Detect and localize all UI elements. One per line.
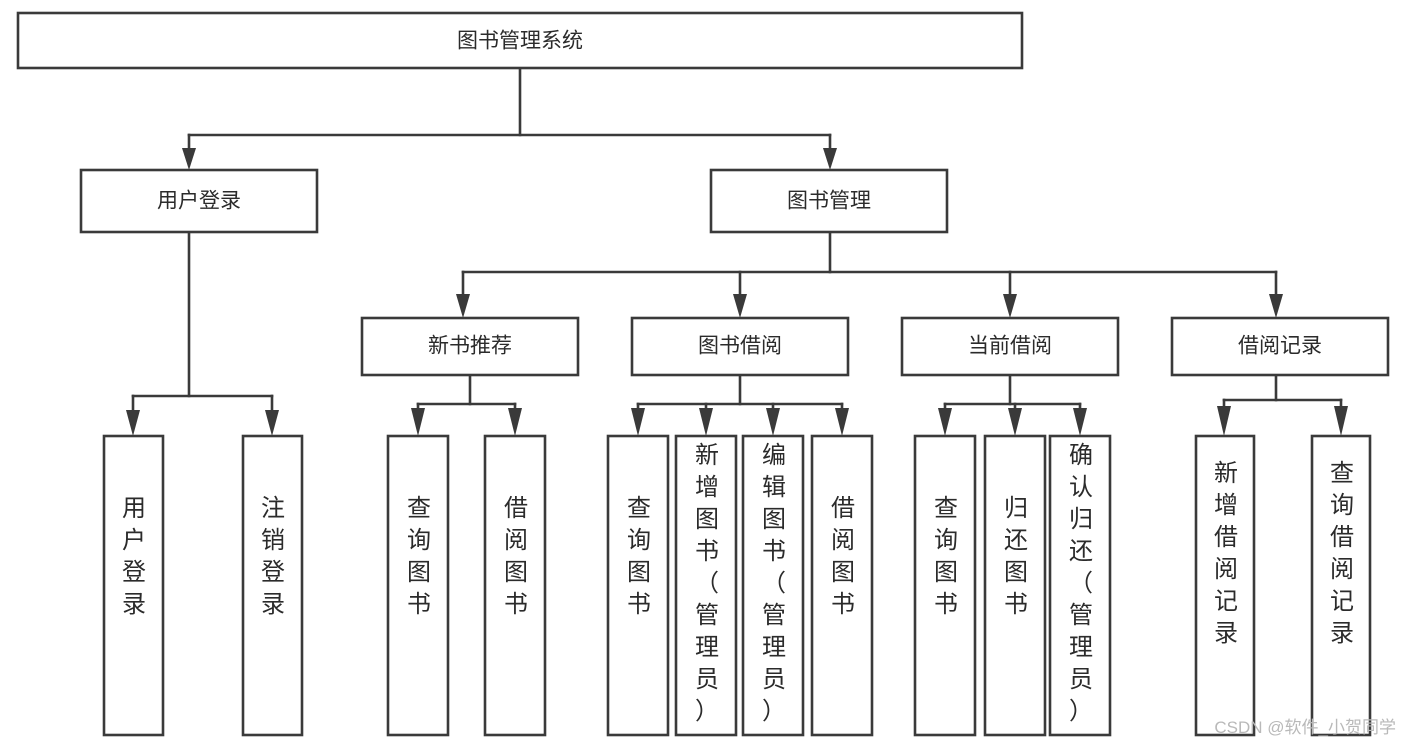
node-leaf-borrow-book-2-label: 借阅图书 [831,495,855,618]
node-book-manage-box[interactable] [709,168,949,234]
arrowhead-new-book-rec [456,294,470,318]
csdn-watermark: CSDN @软件_小贺同学 [1214,718,1396,737]
node-leaf-edit-book[interactable]: 编辑图书（管理员） [741,434,805,737]
node-leaf-return-book-label: 归还图书 [1004,495,1028,618]
node-book-borrow-label: 图书借阅 [698,335,782,358]
node-leaf-edit-book-box[interactable] [741,434,805,737]
arrowhead-user-login [182,148,196,170]
node-book-manage[interactable]: 图书管理 [709,168,949,234]
arrowhead-leaf-user-login [126,410,140,436]
node-current-borrow-label: 当前借阅 [968,335,1052,358]
node-book-borrow-box[interactable] [630,316,850,377]
node-user-login-box[interactable] [79,168,319,234]
node-root-box[interactable] [16,11,1024,70]
arrowhead-leaf-confirm-return [1073,408,1087,436]
arrowhead-leaf-add-record [1217,406,1231,436]
node-root-label: 图书管理系统 [457,30,583,53]
node-leaf-confirm-return-label: 确认归还（管理员） [1069,442,1093,725]
arrowhead-leaf-logout-login [265,410,279,436]
node-leaf-query-book-1-box[interactable] [386,434,450,737]
node-borrow-record-label: 借阅记录 [1238,335,1322,358]
node-borrow-record[interactable]: 借阅记录 [1170,316,1390,377]
node-leaf-add-book-label: 新增图书（管理员） [695,442,719,725]
node-borrow-record-box[interactable] [1170,316,1390,377]
node-leaf-borrow-book-1-box[interactable] [483,434,547,737]
connector-group [126,66,1348,436]
arrowhead-leaf-query-book-2 [631,408,645,436]
node-current-borrow[interactable]: 当前借阅 [900,316,1120,377]
node-book-manage-label: 图书管理 [787,190,871,213]
arrowhead-leaf-borrow-book-1 [508,408,522,436]
node-user-login[interactable]: 用户登录 [79,168,319,234]
arrowhead-leaf-query-record [1334,406,1348,436]
node-leaf-add-book-box[interactable] [674,434,738,737]
node-leaf-query-book-3-box[interactable] [913,434,977,737]
node-root[interactable]: 图书管理系统 [16,11,1024,70]
node-leaf-add-book[interactable]: 新增图书（管理员） [674,434,738,737]
node-leaf-return-book-box[interactable] [983,434,1047,737]
arrowhead-leaf-query-book-1 [411,408,425,436]
node-leaf-query-book-2[interactable]: 查询图书 [606,434,670,737]
node-leaf-add-record[interactable]: 新增借阅记录 [1194,434,1256,737]
arrowhead-leaf-borrow-book-2 [835,408,849,436]
arrowhead-current-borrow [1003,294,1017,318]
arrowhead-book-manage [823,148,837,170]
node-leaf-query-record-box[interactable] [1310,434,1372,737]
node-leaf-add-record-box[interactable] [1194,434,1256,737]
node-leaf-user-login-box[interactable] [102,434,165,737]
node-leaf-query-book-2-box[interactable] [606,434,670,737]
node-leaf-query-book-1[interactable]: 查询图书 [386,434,450,737]
node-leaf-query-record[interactable]: 查询借阅记录 [1310,434,1372,737]
arrowhead-leaf-add-book [699,408,713,436]
node-user-login-label: 用户登录 [157,190,241,213]
node-leaf-logout-login-box[interactable] [241,434,304,737]
node-leaf-confirm-return[interactable]: 确认归还（管理员） [1048,434,1112,737]
node-leaf-borrow-book-1[interactable]: 借阅图书 [483,434,547,737]
node-leaf-user-login-label: 用户登录 [122,495,146,618]
node-leaf-borrow-book-2-box[interactable] [810,434,874,737]
arrowhead-leaf-return-book [1008,408,1022,436]
node-leaf-return-book[interactable]: 归还图书 [983,434,1047,737]
node-leaf-borrow-book-2[interactable]: 借阅图书 [810,434,874,737]
arrowhead-leaf-edit-book [766,408,780,436]
node-new-book-rec-box[interactable] [360,316,580,377]
node-leaf-add-record-label: 新增借阅记录 [1214,460,1238,647]
node-leaf-query-book-1-label: 查询图书 [407,495,431,618]
node-leaf-confirm-return-box[interactable] [1048,434,1112,737]
node-new-book-rec[interactable]: 新书推荐 [360,316,580,377]
node-leaf-edit-book-label: 编辑图书（管理员） [762,442,786,725]
node-new-book-rec-label: 新书推荐 [428,335,512,358]
node-leaf-logout-login[interactable]: 注销登录 [241,434,304,737]
node-leaf-user-login[interactable]: 用户登录 [102,434,165,737]
arrowhead-book-borrow [733,294,747,318]
node-leaf-borrow-book-1-label: 借阅图书 [504,495,528,618]
node-current-borrow-box[interactable] [900,316,1120,377]
arrowhead-leaf-query-book-3 [938,408,952,436]
node-leaf-logout-login-label: 注销登录 [261,495,285,618]
node-leaf-query-book-3-label: 查询图书 [934,495,958,618]
node-book-borrow[interactable]: 图书借阅 [630,316,850,377]
arrowhead-borrow-record [1269,294,1283,318]
node-leaf-query-book-2-label: 查询图书 [627,495,651,618]
node-leaf-query-book-3[interactable]: 查询图书 [913,434,977,737]
node-leaf-query-record-label: 查询借阅记录 [1330,460,1354,647]
